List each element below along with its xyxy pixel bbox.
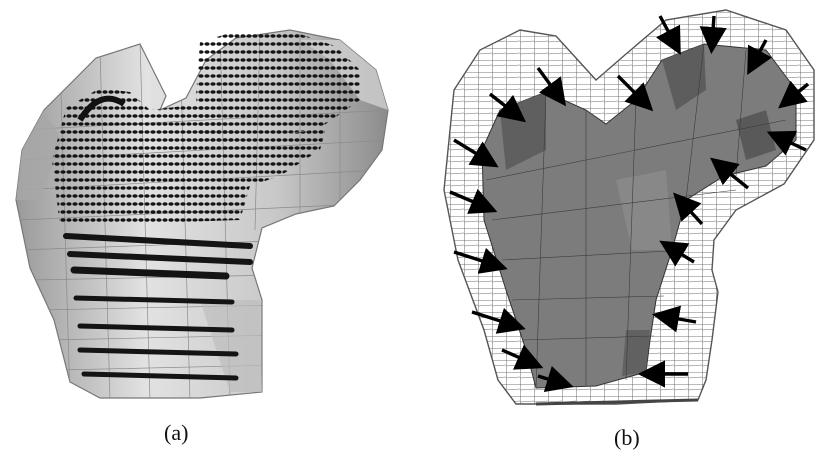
load-arrows-b — [449, 15, 810, 392]
femur-surface-mesh-a — [15, 29, 389, 399]
marker-points-a — [52, 30, 360, 381]
caption-a: (a) — [164, 420, 189, 445]
femur-model-b — [436, 0, 816, 420]
femur-model-a — [0, 0, 420, 410]
caption-b: (b) — [614, 425, 640, 450]
femur-wireframe-b — [443, 9, 815, 406]
